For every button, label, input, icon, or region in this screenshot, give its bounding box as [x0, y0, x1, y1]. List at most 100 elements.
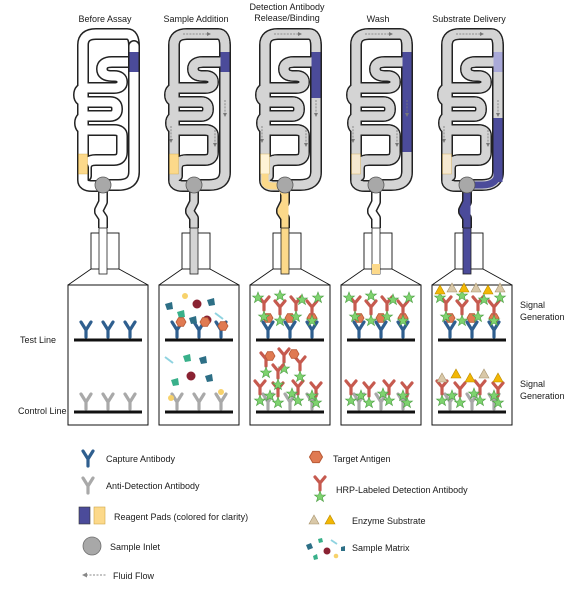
stage-title-1: Before Assay [78, 14, 132, 24]
legend-sample-matrix-label: Sample Matrix [352, 543, 410, 553]
flow-arrow-head [260, 139, 264, 143]
stage-title-3-line-1: Detection Antibody [249, 2, 325, 12]
legend-anti-detection-antibody: Anti-Detection Antibody [81, 476, 200, 495]
flow-arrow-head [314, 113, 318, 117]
zoom-strip [280, 227, 290, 275]
reagent-pads-icon [78, 506, 106, 525]
signal-label-test: Signal Generation [520, 300, 565, 322]
neck-fill [95, 192, 107, 228]
legend-sample-inlet: Sample Inlet [82, 536, 161, 556]
sample-inlet-icon [82, 536, 102, 556]
reagent-pad-yellow [78, 153, 88, 175]
flow-arrow-head [496, 113, 500, 117]
sample-inlet [185, 176, 203, 194]
reagent-pad-purple [311, 52, 321, 98]
legend-capture-antibody: Capture Antibody [81, 449, 176, 468]
flow-arrow-head [442, 139, 446, 143]
target-antigen [199, 317, 211, 327]
channel-right-inner [103, 41, 139, 190]
flow-arrow-head [207, 32, 211, 36]
target-antigen [264, 351, 276, 361]
flow-arrow-head [395, 143, 399, 147]
reagent-pad-purple-light [493, 52, 503, 72]
legend-enzyme-substrate-label: Enzyme Substrate [352, 516, 426, 526]
legend-fluid-flow: Fluid Flow [82, 571, 155, 581]
device-sample [164, 28, 231, 253]
legend: Capture Antibody Anti-Detection Antibody… [78, 449, 468, 581]
zoom-before [67, 227, 149, 426]
sample-matrix-particle [164, 356, 174, 364]
signal-label-test-2: Generation [520, 312, 565, 322]
zoom-wash [340, 227, 422, 426]
zoom-substrate [431, 227, 513, 426]
signal-label-control: Signal Generation [520, 379, 565, 401]
device-substrate [437, 28, 504, 253]
zoom-line-left [158, 268, 183, 286]
enzyme-substrate-icon [308, 514, 336, 525]
sample-matrix-particle [214, 312, 224, 320]
anti-detection-antibody-icon [81, 476, 95, 495]
neck-fill [186, 192, 198, 228]
legend-hrp-detection-antibody-label: HRP-Labeled Detection Antibody [336, 485, 468, 495]
zoom-line-right [209, 268, 240, 286]
target-antigen [288, 349, 300, 359]
stage-title-5: Substrate Delivery [432, 14, 506, 24]
reagent-pad-yellow [351, 153, 361, 175]
flow-arrow-head [480, 32, 484, 36]
stage-title-3-line-2: Release/Binding [254, 13, 320, 23]
reagent-pad-purple [220, 52, 230, 72]
zoom-strip [462, 227, 472, 275]
device-wash [346, 28, 413, 253]
reagent-pad-yellow [260, 153, 270, 175]
signal-label-control-2: Generation [520, 391, 565, 401]
reagent-pad-purple-fluid [493, 118, 503, 182]
signal-label-test-1: Signal [520, 300, 545, 310]
sample-matrix-particle [205, 374, 213, 382]
flow-arrow-head [223, 113, 227, 117]
target-antigen [217, 321, 229, 331]
neck-fill [368, 192, 380, 228]
device-before [73, 28, 140, 228]
sample-inlet [367, 176, 385, 194]
zoom-line-right [300, 268, 331, 286]
stage-title-4: Wash [367, 14, 390, 24]
zoom-strip [98, 227, 108, 275]
legend-target-antigen-label: Target Antigen [333, 454, 391, 464]
legend-reagent-pads-label: Reagent Pads (colored for clarity) [114, 512, 248, 522]
channel-left-fluid [351, 163, 376, 191]
channel-right-fluid [285, 41, 321, 190]
flow-arrow-head [304, 143, 308, 147]
zoom-line-right [391, 268, 422, 286]
zoom-line-right [482, 268, 513, 286]
sample-matrix-particle [189, 316, 197, 324]
sample-inlet [458, 176, 476, 194]
sample-matrix-particle [177, 310, 185, 318]
legend-reagent-pads: Reagent Pads (colored for clarity) [78, 506, 248, 525]
signal-label-control-1: Signal [520, 379, 545, 389]
sample-matrix-particle [182, 293, 188, 299]
sample-matrix-particle [183, 354, 191, 362]
reagent-pad-yellow [169, 153, 179, 175]
zoom-strip [189, 227, 199, 275]
zoom-line-left [249, 268, 274, 286]
sample-matrix-particle [165, 302, 173, 310]
zoom-strip-yellow [372, 264, 380, 274]
zoom-line-left [67, 268, 92, 286]
target-antigen [175, 317, 187, 327]
legend-anti-detection-antibody-label: Anti-Detection Antibody [106, 481, 200, 491]
capture-antibody-icon [81, 449, 95, 468]
legend-sample-matrix: Sample Matrix [306, 538, 410, 560]
reagent-pad-purple [129, 52, 139, 72]
test-line-label: Test Line [20, 335, 56, 345]
sample-matrix-particle [192, 299, 202, 309]
legend-sample-inlet-label: Sample Inlet [110, 542, 161, 552]
legend-capture-antibody-label: Capture Antibody [106, 454, 176, 464]
sample-inlet [276, 176, 294, 194]
legend-target-antigen: Target Antigen [308, 450, 391, 464]
channel-right-fluid [194, 41, 230, 190]
sample-matrix-icon [306, 538, 345, 560]
legend-enzyme-substrate: Enzyme Substrate [308, 514, 426, 526]
zoom-line-left [431, 268, 456, 286]
flow-arrow-head [486, 143, 490, 147]
